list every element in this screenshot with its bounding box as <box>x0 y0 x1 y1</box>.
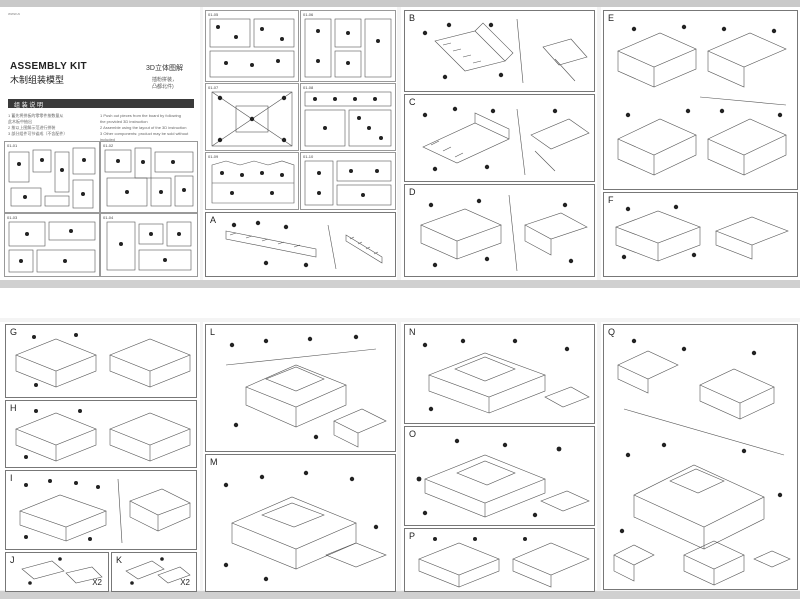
step-panel-n: N <box>404 324 595 424</box>
step-o-art <box>416 438 590 518</box>
top-strip <box>0 0 800 7</box>
parts-board-art <box>106 221 192 271</box>
step-i-art <box>19 478 191 544</box>
steps-english: 1 Push out pieces from the board by foll… <box>100 113 189 142</box>
step-panel-i: I <box>5 470 197 550</box>
step-m-art <box>223 470 387 582</box>
column-nop: N O P <box>401 322 597 592</box>
steps-chinese: 1 蓄先将拼板的零零件按数量从 此木板中抽出 2 按以上图解示范进行拼装 3 部… <box>8 113 68 136</box>
multiplier-j: X2 <box>92 578 102 587</box>
column-ef: E F <box>601 7 800 280</box>
step-g-art <box>15 333 191 388</box>
parts-column: 01-05 01-06 01-07 01-08 <box>203 7 397 280</box>
step-d-art <box>420 194 588 272</box>
step-e-art <box>617 24 787 176</box>
parts-board-art <box>209 18 295 78</box>
parts-board-01-07: 01-07 <box>205 83 299 151</box>
step-panel-k: K X2 <box>111 552 197 592</box>
parts-board-art <box>8 221 96 273</box>
top-bottom-strip <box>0 280 800 288</box>
title-chinese: 木制组装模型 <box>10 75 65 85</box>
multiplier-k: X2 <box>180 578 190 587</box>
parts-board-01-10: 01-10 <box>300 152 396 210</box>
step-h-art <box>15 409 191 462</box>
title-english: ASSEMBLY KIT <box>10 61 87 72</box>
header-small-label: www.a <box>8 11 20 16</box>
column-ghijk: G H I <box>0 322 200 592</box>
step-l-art <box>225 334 387 448</box>
step-n-art <box>422 338 590 414</box>
step-q-art <box>613 338 791 586</box>
note-chinese: 插粉拼装， 凸都北件) <box>152 77 178 90</box>
step-panel-g: G <box>5 324 197 398</box>
step-panel-f: F <box>603 192 798 277</box>
step-panel-o: O <box>404 426 595 526</box>
step-panel-e: E <box>603 10 798 190</box>
step-c-art <box>422 106 590 176</box>
parts-board-art <box>304 18 392 78</box>
parts-board-01-03: 01-03 <box>4 213 100 277</box>
bottom-sheet: G H I <box>0 318 800 599</box>
column-q: Q <box>601 322 800 590</box>
parts-board-art <box>304 160 392 206</box>
parts-board-art <box>211 160 295 204</box>
step-j-art <box>21 557 103 585</box>
step-b-art <box>422 18 588 84</box>
step-panel-d: D <box>404 184 595 277</box>
instructions-tab: 组 装 说 明 <box>8 99 194 109</box>
parts-board-01-05: 01-05 <box>205 10 299 82</box>
step-panel-m: M <box>205 454 396 592</box>
parts-board-01-01: 01-01 <box>4 141 100 213</box>
top-sheet: www.a ASSEMBLY KIT 木制组装模型 3D立体图解 插粉拼装， 凸… <box>0 0 800 288</box>
step-panel-p: P <box>404 528 595 592</box>
step-panel-l: L <box>205 324 396 452</box>
parts-board-01-09: 01-09 <box>205 152 299 210</box>
parts-board-01-02: 01-02 <box>100 141 198 213</box>
bottom-strip <box>0 591 800 599</box>
intro-column: www.a ASSEMBLY KIT 木制组装模型 3D立体图解 插粉拼装， 凸… <box>0 7 200 280</box>
parts-board-01-08: 01-08 <box>300 83 396 151</box>
parts-board-art <box>211 91 293 147</box>
column-lm: L M <box>203 322 397 592</box>
step-panel-q: Q <box>603 324 798 590</box>
parts-board-01-06: 01-06 <box>300 10 396 82</box>
step-panel-c: C <box>404 94 595 182</box>
step-panel-j: J X2 <box>5 552 109 592</box>
step-panel-a: A <box>205 212 396 277</box>
parts-board-art <box>8 147 96 209</box>
step-panel-h: H <box>5 400 197 468</box>
parts-board-01-04: 01-04 <box>100 213 198 277</box>
column-bcd: B C <box>401 7 597 280</box>
step-a-art <box>225 220 383 270</box>
step-panel-b: B <box>404 10 595 92</box>
subtitle-3d: 3D立体图解 <box>146 65 183 72</box>
step-f-art <box>615 204 789 262</box>
parts-board-art <box>304 91 392 147</box>
step-k-art <box>125 557 191 585</box>
parts-board-art <box>104 147 194 207</box>
step-p-art <box>418 537 590 588</box>
